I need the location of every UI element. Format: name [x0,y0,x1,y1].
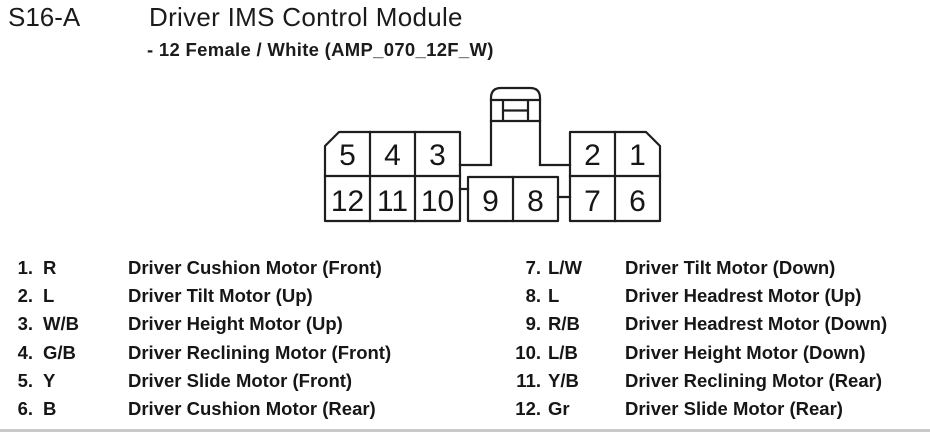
pinout-column-left: 1. R Driver Cushion Motor (Front) 2. L D… [8,254,468,423]
pinout-column-right: 7. L/W Driver Tilt Motor (Down) 8. L Dri… [497,254,930,423]
pin-description: Driver Tilt Motor (Down) [625,257,836,278]
pinout-row-6: 6. B Driver Cushion Motor (Rear) [8,395,468,423]
pin-number: 12. [515,397,541,419]
connector-id: S16-A [8,2,81,32]
wire-color-code: R [43,257,57,278]
wire-color-code: L [548,285,560,307]
pin-number: 1. [17,257,33,278]
pinout-row-9: 9. R/B Driver Headrest Motor (Down) [497,310,930,338]
wire-color-code: B [43,397,57,419]
latch-detail-lines [489,98,542,123]
pin-cell-5: 5 [339,139,356,172]
pin-number: 5. [17,369,33,391]
pin-description: Driver Reclining Motor (Front) [128,341,392,363]
pin-description: Driver Slide Motor (Front) [128,369,353,391]
pin-description: Driver Headrest Motor (Up) [625,285,862,307]
connector-subtitle: - 12 Female / White (AMP_070_12F_W) [147,39,494,60]
pin-cell-12: 12 [331,185,364,218]
wire-color-code: Y/B [548,369,579,391]
pin-number: 7. [525,257,541,278]
pin-number: 6. [17,397,33,419]
pin-cell-9: 9 [482,185,499,218]
pinout-row-1: 1. R Driver Cushion Motor (Front) [8,254,468,282]
pin-cell-11: 11 [377,185,408,218]
pinout-row-4: 4. G/B Driver Reclining Motor (Front) [8,339,468,367]
pin-number: 4. [17,341,33,363]
wire-color-code: L/W [548,257,582,278]
pin-description: Driver Cushion Motor (Rear) [128,397,376,419]
wire-color-code: W/B [43,313,79,335]
pin-cell-6: 6 [629,185,646,218]
wire-color-code: Gr [548,397,570,419]
pinout-row-11: 11. Y/B Driver Reclining Motor (Rear) [497,367,930,395]
pinout-row-8: 8. L Driver Headrest Motor (Up) [497,282,930,310]
pin-number: 3. [17,313,33,335]
wire-color-code: L [43,285,55,307]
pin-cell-3: 3 [429,139,446,172]
page-title: Driver IMS Control Module [149,2,463,32]
pin-description: Driver Cushion Motor (Front) [128,257,382,278]
pin-cell-2: 2 [584,139,601,172]
pin-description: Driver Slide Motor (Rear) [625,397,843,419]
connector-tab-lines [458,187,572,199]
pin-number: 9. [525,313,541,335]
pin-description: Driver Height Motor (Up) [128,313,343,335]
pin-cell-10: 10 [421,185,454,218]
left-block-dividers [323,130,462,223]
pinout-row-2: 2. L Driver Tilt Motor (Up) [8,282,468,310]
pin-cell-7: 7 [584,185,601,218]
pin-description: Driver Height Motor (Down) [625,341,866,363]
pin-number: 11. [516,369,541,391]
wire-color-code: R/B [548,313,580,335]
connector-diagram: 5 4 3 2 1 12 11 10 9 8 7 6 [323,86,662,223]
pinout-row-10: 10. L/B Driver Height Motor (Down) [497,339,930,367]
pin-description: Driver Headrest Motor (Down) [625,313,888,335]
pin-cell-1: 1 [629,139,646,172]
pin-number: 10. [515,341,541,363]
pin-cell-4: 4 [384,139,401,172]
pinout-row-5: 5. Y Driver Slide Motor (Front) [8,367,468,395]
right-block-dividers [568,130,662,223]
pin-description: Driver Reclining Motor (Rear) [625,369,882,391]
pinout-row-7: 7. L/W Driver Tilt Motor (Down) [497,254,930,282]
pin-number: 2. [17,285,33,307]
wire-color-code: L/B [548,341,578,363]
bottom-scan-rule [0,429,930,432]
pin-cell-8: 8 [527,185,544,218]
pin-number: 8. [525,285,541,307]
wire-color-code: G/B [43,341,76,363]
wire-color-code: Y [43,369,56,391]
pin-description: Driver Tilt Motor (Up) [128,285,313,307]
pinout-row-3: 3. W/B Driver Height Motor (Up) [8,310,468,338]
pinout-row-12: 12. Gr Driver Slide Motor (Rear) [497,395,930,423]
